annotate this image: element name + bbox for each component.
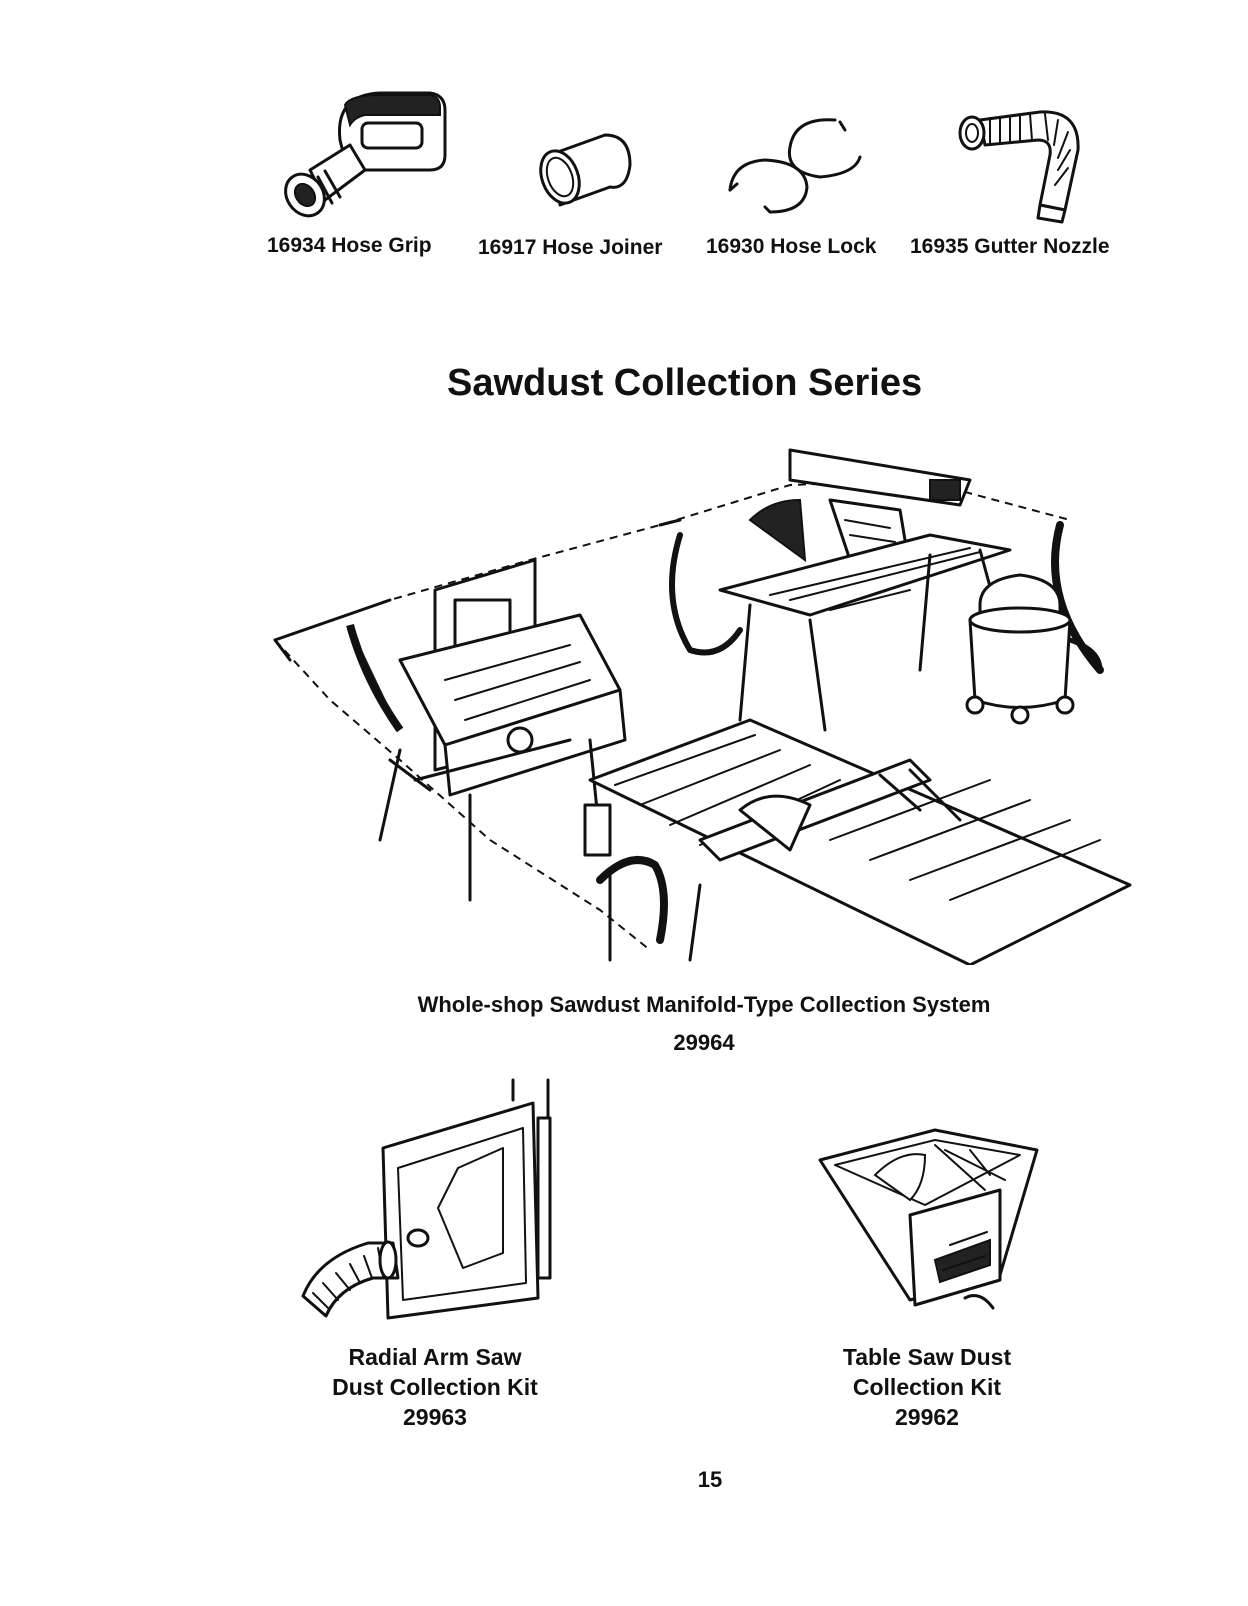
accessory-caption-hose-lock: 16930 Hose Lock (706, 235, 877, 258)
manifold-system-illustration (270, 440, 1140, 965)
radial-arm-kit-line1: Radial Arm Saw (348, 1344, 522, 1370)
section-title: Sawdust Collection Series (447, 362, 923, 404)
radial-arm-kit-line2: Dust Collection Kit (332, 1374, 538, 1400)
manifold-part-number: 29964 (673, 1030, 735, 1055)
table-saw-kit-part-number: 29962 (895, 1404, 959, 1430)
radial-arm-dust-hood-icon (301, 1078, 552, 1320)
accessory-caption-hose-joiner: 16917 Hose Joiner (478, 236, 663, 259)
table-saw-kit-line1: Table Saw Dust (842, 1344, 1012, 1370)
radial-arm-kit-illustration (298, 1078, 563, 1328)
accessory-caption-gutter-nozzle: 16935 Gutter Nozzle (910, 235, 1110, 258)
table-saw-dust-bag-icon (818, 1128, 1039, 1310)
table-saw-kit-line2: Collection Kit (852, 1374, 1002, 1400)
table-saw-kit-illustration (815, 1120, 1040, 1320)
accessory-caption-hose-grip: 16934 Hose Grip (267, 234, 432, 257)
radial-arm-kit-caption: Radial Arm Saw Dust Collection Kit 29963 (300, 1342, 570, 1432)
gutter-nozzle-illustration (950, 100, 1090, 225)
radial-arm-kit-part-number: 29963 (403, 1404, 467, 1430)
page-number: 15 (697, 1467, 723, 1492)
hose-joiner-icon (539, 133, 632, 207)
hose-lock-icon (728, 118, 862, 214)
hose-lock-illustration (725, 112, 875, 222)
workshop-manifold-icon (273, 448, 1132, 965)
gutter-nozzle-icon (958, 110, 1080, 224)
manifold-caption: Whole-shop Sawdust Manifold-Type Collect… (417, 992, 991, 1017)
hose-grip-illustration (270, 85, 460, 220)
table-saw-kit-caption: Table Saw Dust Collection Kit 29962 (812, 1342, 1042, 1432)
hose-grip-icon (284, 91, 447, 218)
hose-joiner-illustration (535, 125, 635, 210)
